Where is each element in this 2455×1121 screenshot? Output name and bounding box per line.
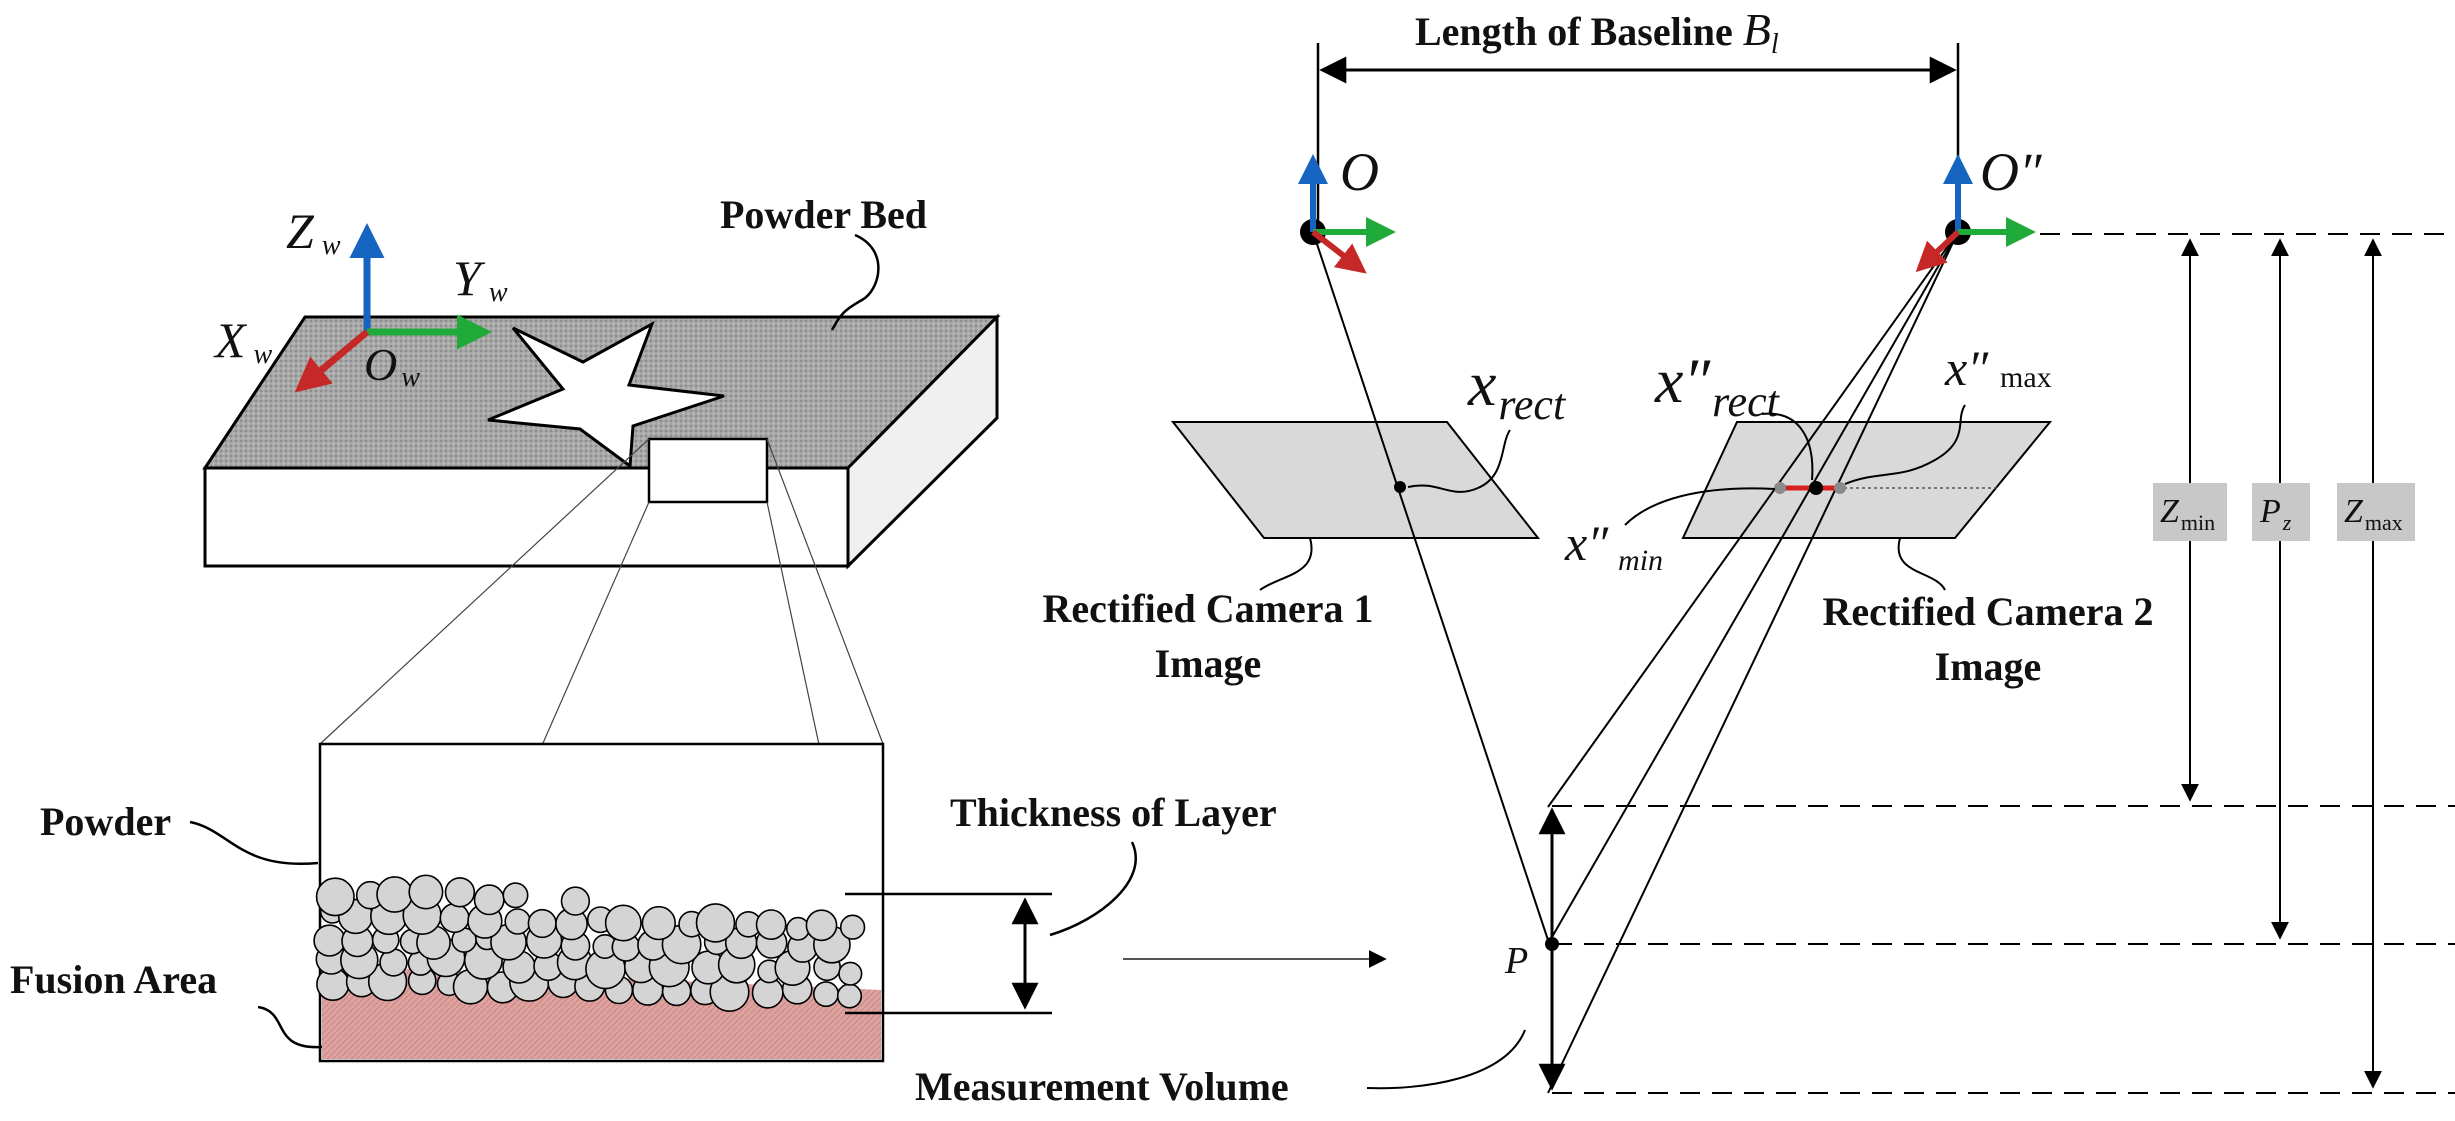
measurement-volume-label: Measurement Volume: [915, 1064, 1289, 1109]
powder-particle: [408, 874, 444, 910]
x-rect-label: xrect: [1467, 348, 1567, 429]
fusion-area-label: Fusion Area: [10, 957, 217, 1002]
powder-particle: [641, 905, 676, 941]
camera2-origin-label: O″: [1980, 142, 2042, 202]
powder-particle: [805, 909, 838, 942]
svg-text:Zmin: Zmin: [2160, 493, 2215, 535]
fusion-area-leader: [257, 1005, 323, 1049]
powder-particle: [838, 961, 863, 986]
baseline-label: Length of Baseline Bl: [1415, 4, 1779, 60]
powder-particles: [313, 874, 866, 1013]
powder-bed-label: Powder Bed: [720, 192, 927, 237]
x2-rect-label: x″rect: [1654, 345, 1781, 426]
depth-arrows: [2181, 238, 2382, 1089]
depth-lines: [1552, 233, 2455, 1094]
powder-particle: [527, 908, 557, 939]
powder-particle: [315, 877, 355, 917]
zmax-tag: Zmax: [2337, 483, 2415, 541]
camera1-image-plane: [1170, 421, 1541, 539]
powder-particle: [785, 916, 810, 941]
powder-particle: [560, 886, 591, 916]
star-shape: [487, 320, 725, 469]
projection-rays: [1312, 231, 1959, 1094]
powder-particle: [755, 909, 787, 941]
powder-leader: [189, 820, 319, 866]
x-rect-point: [1394, 481, 1406, 493]
x2-rect-point: [1809, 481, 1823, 495]
powder-label: Powder: [40, 799, 171, 844]
zoom-panel: [313, 742, 885, 1063]
camera2-label-line2: Image: [1935, 644, 2042, 689]
powder-bed-side: [846, 313, 999, 570]
x2-min-label: x″min: [1564, 515, 1663, 577]
powder-particle: [444, 877, 476, 908]
zoom-region-box: [647, 437, 769, 504]
powder-particle: [473, 884, 505, 916]
x2-max-point: [1834, 482, 1846, 494]
thickness-leader: [1049, 841, 1137, 937]
camera2-image-plane: [1681, 421, 2053, 539]
powder-particle: [376, 876, 414, 913]
camera1-label-line2: Image: [1155, 641, 1262, 686]
powder-particle: [695, 903, 736, 943]
powder-particle: [604, 904, 642, 942]
camera1-origin-label: O: [1340, 142, 1379, 202]
powder-bed-leader: [830, 233, 880, 331]
powder-particle: [439, 902, 470, 934]
x2-max-label: x″max: [1944, 340, 2052, 396]
powder-bed-block: [202, 313, 1001, 570]
baseline: [1316, 43, 1960, 232]
powder-particle: [812, 981, 839, 1008]
camera2-label-line1: Rectified Camera 2: [1823, 589, 2154, 634]
pz-tag: Pz: [2252, 483, 2310, 541]
powder-particle: [836, 983, 863, 1009]
zmin-tag: Zmin: [2153, 483, 2227, 541]
svg-text:Zmax: Zmax: [2344, 493, 2403, 535]
point-p-label: P: [1504, 940, 1528, 982]
powder-particle: [504, 908, 532, 935]
camera2-frame: [1915, 154, 2036, 273]
svg-text:Pz: Pz: [2259, 493, 2292, 535]
x2-min-point: [1774, 482, 1786, 494]
camera1-frame: [1298, 154, 1396, 274]
thickness-label: Thickness of Layer: [950, 790, 1277, 835]
x-axis-arrow: [294, 329, 370, 393]
powder-particle: [502, 882, 529, 909]
thickness-indicator: [845, 892, 1052, 1015]
camera1-label-line1: Rectified Camera 1: [1043, 586, 1374, 631]
powder-particle: [313, 924, 346, 957]
powder-particle: [839, 914, 866, 940]
